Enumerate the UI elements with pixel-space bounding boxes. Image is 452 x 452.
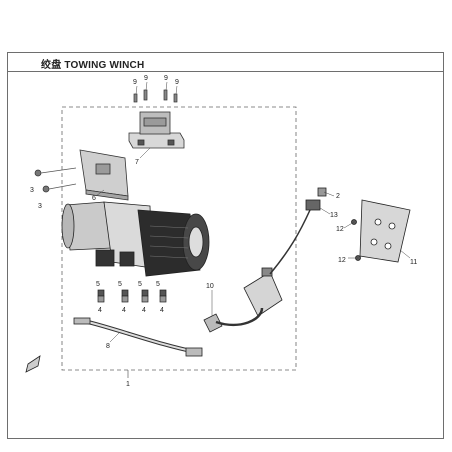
callout-5: 5 bbox=[156, 281, 160, 288]
callout-2: 2 bbox=[336, 193, 340, 200]
mounting-plate bbox=[351, 199, 411, 263]
callout-7: 7 bbox=[135, 159, 139, 166]
callout-5: 5 bbox=[118, 281, 122, 288]
callout-5: 5 bbox=[138, 281, 142, 288]
callout-4: 4 bbox=[122, 307, 126, 314]
socket-13 bbox=[305, 187, 327, 211]
bolt-group-5 bbox=[97, 289, 167, 303]
callout-9: 9 bbox=[164, 75, 168, 82]
page-title: 绞盘 TOWING WINCH bbox=[41, 60, 145, 71]
callout-5: 5 bbox=[96, 281, 100, 288]
callout-1: 1 bbox=[126, 381, 130, 388]
callout-10: 10 bbox=[206, 283, 214, 290]
callout-9: 9 bbox=[133, 79, 137, 86]
callout-11: 11 bbox=[410, 259, 417, 266]
bolt-group-9 bbox=[133, 89, 178, 103]
callout-13: 13 bbox=[330, 212, 338, 219]
title-bar: 绞盘 TOWING WINCH bbox=[7, 52, 444, 72]
callout-8: 8 bbox=[106, 343, 110, 350]
callout-4: 4 bbox=[142, 307, 146, 314]
page-corner-icon bbox=[25, 355, 41, 373]
callout-3: 3 bbox=[38, 203, 42, 210]
callout-4: 4 bbox=[160, 307, 164, 314]
assembly-boundary bbox=[61, 106, 297, 371]
winch-handset bbox=[203, 209, 311, 333]
callout-6: 6 bbox=[92, 195, 96, 202]
callout-3: 3 bbox=[30, 187, 34, 194]
callout-12: 12 bbox=[338, 257, 346, 264]
bolt-group-3 bbox=[34, 167, 77, 193]
contactor-relay bbox=[128, 111, 185, 149]
callout-9: 9 bbox=[175, 79, 179, 86]
battery-cable bbox=[73, 317, 203, 357]
callout-4: 4 bbox=[98, 307, 102, 314]
callout-12: 12 bbox=[336, 226, 344, 233]
callout-9: 9 bbox=[144, 75, 148, 82]
mounting-bracket bbox=[79, 149, 129, 201]
winch-assembly bbox=[61, 201, 210, 277]
